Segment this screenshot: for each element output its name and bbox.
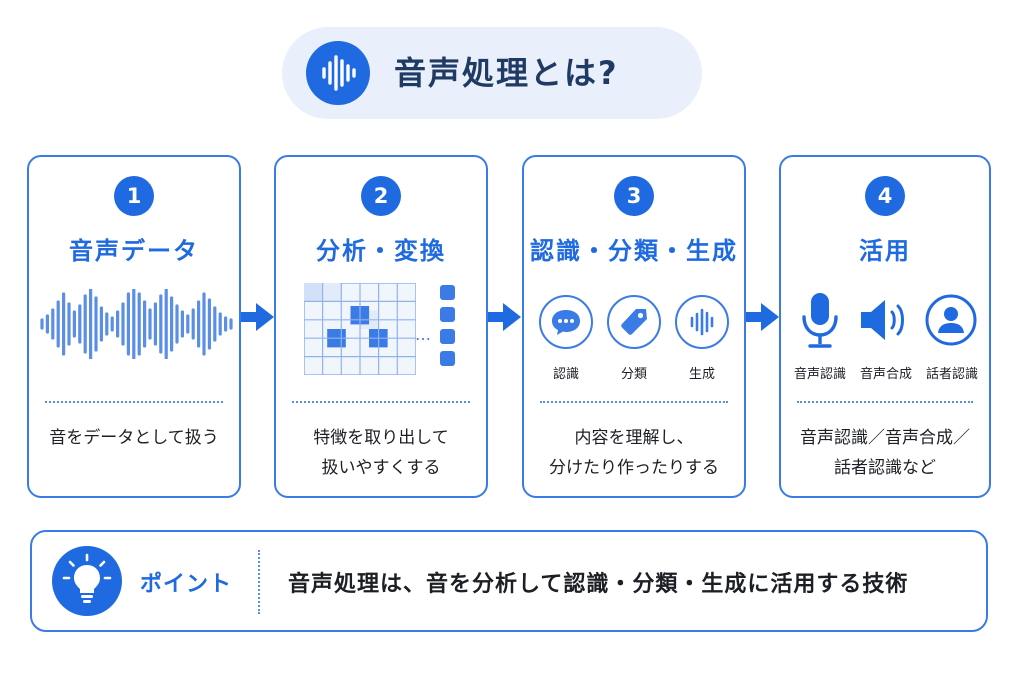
description-line: 音をデータとして扱う [49, 428, 219, 448]
icon-label: 分類 [620, 367, 647, 382]
icon-label: 音声合成 [859, 367, 912, 382]
sound-wave-icon [675, 295, 729, 349]
person-icon [925, 294, 977, 346]
step-title: 認識・分類・生成 [530, 237, 738, 265]
step-title: 分析・変換 [316, 237, 446, 265]
point-text: 音声処理は、音を分析して認識・分類・生成に活用する技術 [288, 572, 909, 597]
point-callout: ポイント 音声処理は、音を分析して認識・分類・生成に活用する技術 [30, 530, 988, 632]
arrow-right-icon [488, 303, 521, 331]
step-description: 音声認識／音声合成／ 話者認識など [787, 423, 983, 483]
step-title: 活用 [859, 237, 911, 265]
feature-square [440, 351, 455, 366]
tag-icon [607, 295, 661, 349]
feature-square [440, 329, 455, 344]
divider [797, 401, 973, 403]
step-title: 音声データ [69, 237, 199, 265]
arrow-right-icon [746, 303, 779, 331]
step-card-analysis: 2 分析・変換 … 特徴を取り出して 扱いやすくする [274, 155, 488, 498]
description-line: 扱いやすくする [321, 458, 441, 478]
step-description: 特徴を取り出して 扱いやすくする [282, 423, 480, 483]
icon-label: 生成 [688, 367, 715, 382]
step-number: 4 [865, 176, 905, 216]
step-number: 1 [114, 176, 154, 216]
description-line: 特徴を取り出して [313, 428, 449, 448]
ellipsis: … [415, 325, 432, 344]
feature-grid-icon [304, 283, 416, 375]
microphone-icon [802, 293, 838, 348]
lightbulb-icon [52, 546, 122, 616]
title-banner: 音声処理とは? [282, 27, 702, 119]
feature-square [440, 307, 455, 322]
icon-label: 音声認識 [793, 367, 846, 382]
step-card-audio-data: 1 音声データ 音をデータとして扱う [27, 155, 241, 498]
page-title: 音声処理とは? [394, 54, 619, 92]
chat-bubble-icon [539, 295, 593, 349]
description-line: 分けたり作ったりする [549, 458, 719, 478]
step-card-application: 4 活用 音声認識 音声合成 話者認識 音声認識／音声合成／ 話者認識など [779, 155, 991, 498]
icon-label: 認識 [552, 367, 579, 382]
speaker-icon [861, 300, 904, 340]
divider [540, 401, 728, 403]
step-number: 2 [361, 176, 401, 216]
step-description: 内容を理解し、 分けたり作ったりする [530, 423, 738, 483]
step-card-recognition: 3 認識・分類・生成 認識 分類 生成 内容を理解し、 [522, 155, 746, 498]
sound-wave-icon [306, 41, 370, 105]
step-description: 音をデータとして扱う [35, 423, 233, 453]
description-line: 音声認識／音声合成／ [800, 428, 970, 448]
step-number: 3 [614, 176, 654, 216]
waveform-icon [40, 289, 233, 359]
point-label: ポイント [140, 572, 233, 597]
divider [292, 401, 470, 403]
divider [45, 401, 223, 403]
icon-label: 話者認識 [925, 367, 978, 382]
divider [258, 550, 260, 614]
arrow-right-icon [241, 303, 274, 331]
description-line: 内容を理解し、 [574, 428, 694, 448]
feature-square [440, 285, 455, 300]
description-line: 話者認識など [834, 458, 936, 478]
